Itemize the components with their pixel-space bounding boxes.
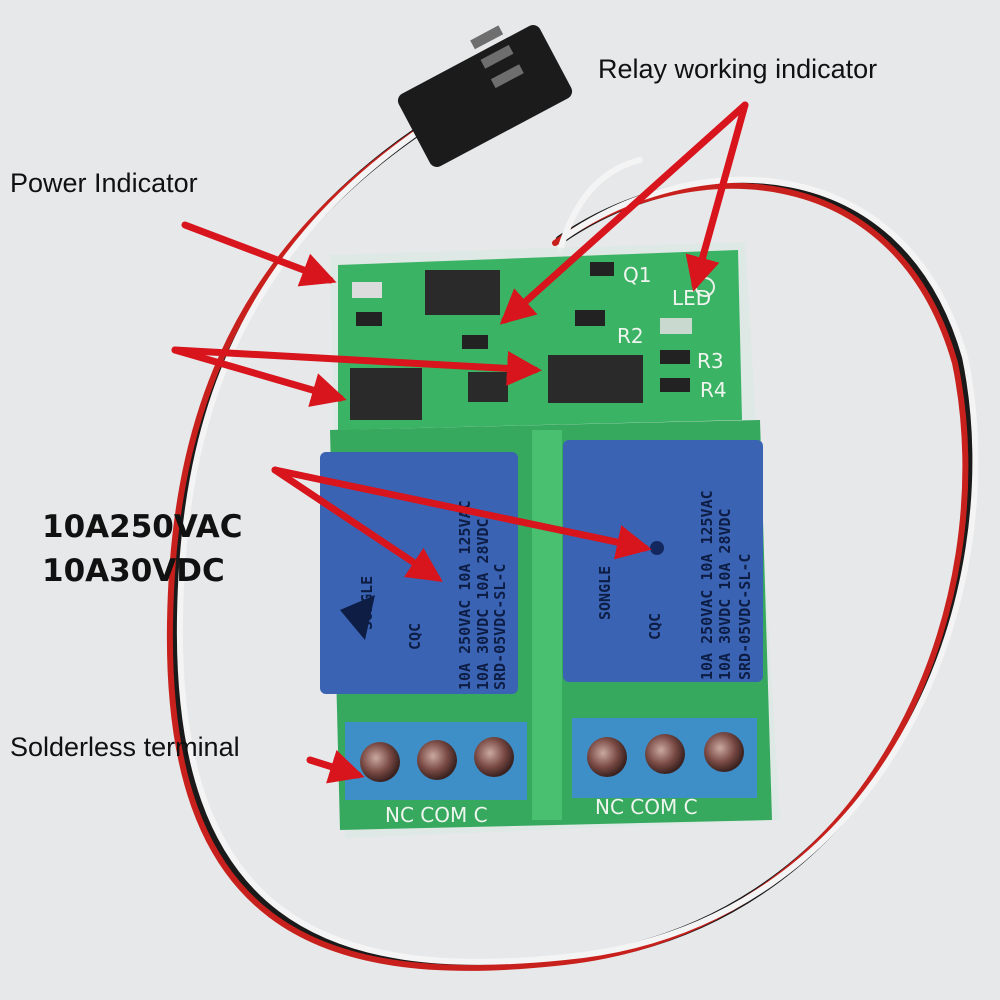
svg-text:SONGLE: SONGLE: [596, 566, 614, 620]
svg-text:10A 250VAC 10A 125VAC: 10A 250VAC 10A 125VAC: [456, 500, 474, 690]
terminal-label: Solderless terminal: [10, 732, 240, 762]
terminal-block-left: NC COM C: [345, 722, 527, 827]
svg-text:CQC: CQC: [406, 623, 424, 650]
terminal-block-right: NC COM C: [572, 718, 757, 819]
svg-text:10A 30VDC 10A 28VDC: 10A 30VDC 10A 28VDC: [474, 518, 492, 690]
rating-ac: 10A250VAC: [42, 509, 243, 545]
silk-r4: R4: [700, 378, 727, 402]
svg-text:SRD-05VDC-SL-C: SRD-05VDC-SL-C: [736, 554, 754, 680]
rating-label: 10A250VAC 10A30VDC: [42, 505, 242, 593]
svg-text:CQC: CQC: [646, 613, 664, 640]
silk-r2: R2: [617, 324, 644, 348]
svg-text:10A 250VAC 10A 125VAC: 10A 250VAC 10A 125VAC: [698, 490, 716, 680]
svg-text:SRD-05VDC-SL-C: SRD-05VDC-SL-C: [491, 564, 509, 690]
silk-terminal-left: NC COM C: [385, 803, 488, 827]
annotation-arrows: [171, 101, 749, 784]
wire-loop: [166, 124, 979, 971]
svg-text:10A 30VDC 10A 28VDC: 10A 30VDC 10A 28VDC: [716, 508, 734, 680]
relay-indicator-label: Relay working indicator: [598, 54, 878, 84]
silk-led: LED: [672, 286, 711, 310]
silk-r3: R3: [697, 349, 724, 373]
relay-right: SRD-05VDC-SL-C 10A 250VAC 10A 125VAC 10A…: [563, 440, 763, 682]
power-indicator-label: Power Indicator: [10, 168, 198, 198]
servo-connector: [397, 25, 573, 167]
silk-q1: Q1: [623, 263, 651, 287]
silk-terminal-right: NC COM C: [595, 795, 698, 819]
rating-dc: 10A30VDC: [42, 553, 225, 589]
